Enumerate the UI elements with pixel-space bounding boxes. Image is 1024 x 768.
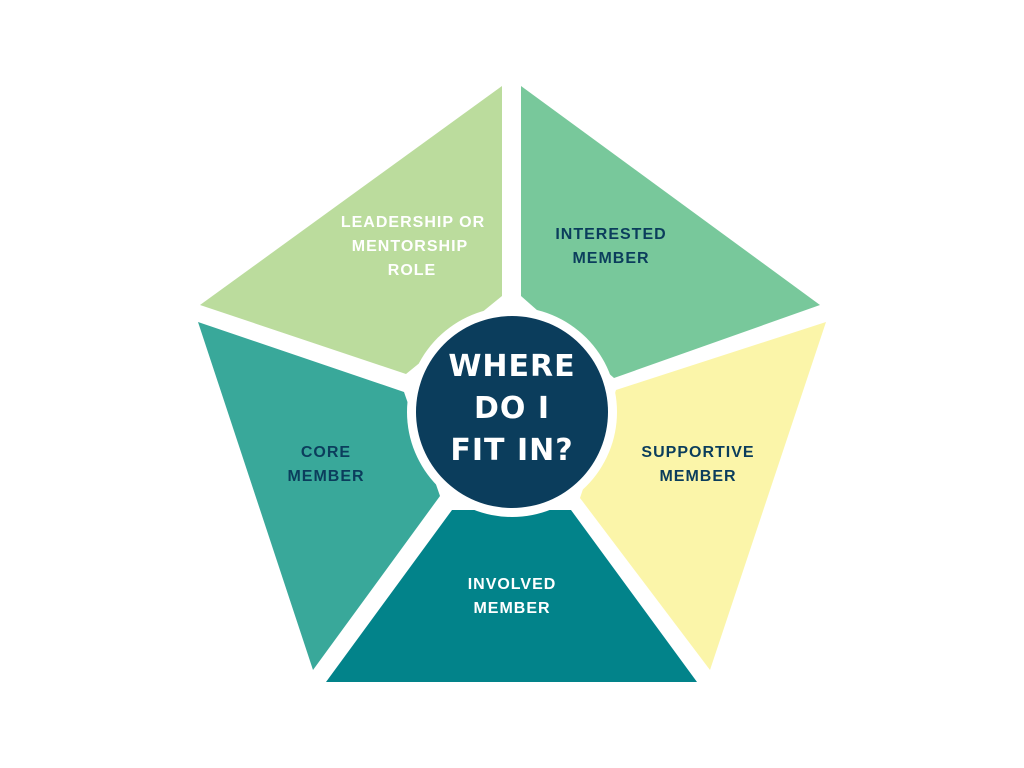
center-title: WHERE DO I FIT IN? <box>448 349 575 468</box>
label-involved-line-1: INVOLVED <box>468 576 557 593</box>
label-leadership-line-1: LEADERSHIP OR <box>341 214 485 231</box>
segment-interested <box>521 86 820 378</box>
label-leadership: LEADERSHIP OR MENTORSHIP ROLE <box>341 214 485 279</box>
label-core-line-1: CORE <box>301 444 351 461</box>
center-title-line-2: DO I <box>474 391 550 426</box>
label-supportive-line-2: MEMBER <box>659 468 736 485</box>
center-title-line-3: FIT IN? <box>450 433 573 468</box>
label-core-line-2: MEMBER <box>287 468 364 485</box>
segment-core <box>198 322 440 670</box>
label-supportive-line-1: SUPPORTIVE <box>641 444 754 461</box>
label-leadership-line-2: MENTORSHIP <box>352 238 468 255</box>
label-involved: INVOLVED MEMBER <box>468 576 557 617</box>
label-interested-line-2: MEMBER <box>572 250 649 267</box>
label-core: CORE MEMBER <box>287 444 364 485</box>
label-leadership-line-3: ROLE <box>388 262 436 279</box>
segment-supportive <box>580 322 826 670</box>
center-circle <box>416 316 608 508</box>
label-supportive: SUPPORTIVE MEMBER <box>641 444 754 485</box>
segment-involved <box>326 510 697 682</box>
label-interested-line-1: INTERESTED <box>555 226 666 243</box>
label-involved-line-2: MEMBER <box>473 600 550 617</box>
segment-leadership <box>200 86 502 374</box>
label-interested: INTERESTED MEMBER <box>555 226 666 267</box>
center-title-line-1: WHERE <box>448 349 575 384</box>
